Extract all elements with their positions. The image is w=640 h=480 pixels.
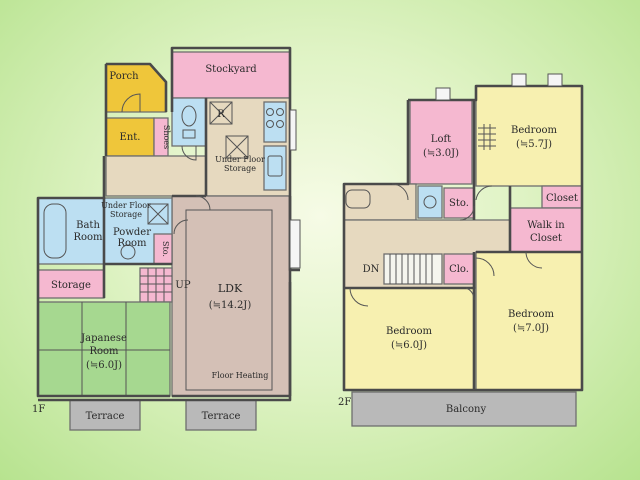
sto-1f-label: Sto. [161, 241, 170, 257]
bedroom-left-area [343, 287, 475, 391]
japanese-label-line1: Japanese [80, 333, 127, 344]
underfloor-kitchen-line2: Storage [224, 164, 256, 173]
loft-size: (≒3.0J) [423, 148, 459, 159]
walk-in-door [525, 251, 543, 269]
balcony-label: Balcony [446, 404, 487, 415]
bedroom-top-area [475, 85, 583, 187]
clo-door [465, 287, 475, 301]
ldk-size: (≒14.2J) [209, 300, 252, 311]
bedroom-right-door [475, 257, 495, 277]
stockyard-area [171, 51, 291, 99]
walk-in-label-line2: Closet [530, 233, 562, 244]
japanese-label-line2: Room [89, 346, 119, 357]
ldk-door [195, 195, 211, 211]
walls-2f [342, 84, 584, 392]
terrace-left [69, 399, 141, 431]
toilet-door [181, 145, 197, 161]
bathtub-icon [43, 203, 67, 259]
powder-door [173, 219, 189, 235]
entrance-area [105, 117, 155, 157]
sink-counter [263, 145, 287, 191]
floor-2f-label: 2F [338, 397, 351, 408]
terrace-left-label: Terrace [86, 411, 125, 422]
bedroom-right-area [475, 251, 583, 391]
bedroom-left-size: (≒6.0J) [391, 340, 427, 351]
refrigerator-label: R [217, 109, 225, 120]
porch-door [121, 93, 141, 113]
underfloor-kitchen-line1: Under Floor [215, 155, 265, 164]
dn-label: DN [363, 264, 380, 275]
balcony-area [351, 391, 577, 427]
underfloor-powder-line1: Under Floor [101, 201, 151, 210]
bedroom-top-size: (≒5.7J) [516, 139, 552, 150]
stockyard-label: Stockyard [205, 64, 257, 75]
shoes-label: Shoes [162, 125, 171, 149]
powder-label-line1: Powder [113, 227, 151, 238]
powder-label-line2: Room [117, 238, 147, 249]
bedroom-right-label: Bedroom [508, 309, 554, 320]
up-label: UP [175, 280, 190, 291]
terrace-right-label: Terrace [202, 411, 241, 422]
bedroom-left-label: Bedroom [386, 326, 432, 337]
walls-1f [36, 46, 300, 398]
bedroom-top-label: Bedroom [511, 125, 557, 136]
japanese-size: (≒6.0J) [86, 360, 122, 371]
hall-area [105, 155, 207, 197]
sto-2f-door [459, 205, 475, 221]
bath-area [37, 197, 105, 265]
stairs-2f [383, 253, 443, 285]
clo-label: Clo. [449, 264, 469, 275]
bath-label-line2: Room [73, 232, 103, 243]
loft-label: Loft [431, 134, 451, 145]
toilet-2f-area [343, 183, 417, 221]
closet-label: Closet [546, 193, 578, 204]
floor-heating-label: Floor Heating [212, 371, 269, 380]
sto-2f-label: Sto. [449, 198, 469, 209]
stove-counter [263, 101, 287, 143]
walk-in-label-line1: Walk in [527, 220, 565, 231]
floor-heating-area [185, 209, 273, 391]
first-floor [36, 46, 301, 431]
bedroom-top-door [475, 185, 493, 201]
second-floor [342, 73, 584, 427]
floor-1f-label: 1F [32, 404, 45, 415]
underfloor-powder-line2: Storage [110, 210, 142, 219]
entrance-label: Ent. [120, 132, 141, 143]
ldk-area [171, 195, 291, 397]
porch-label: Porch [109, 71, 139, 82]
bedroom-right-size: (≒7.0J) [513, 323, 549, 334]
storage-label: Storage [51, 280, 91, 291]
terrace-right [185, 399, 257, 431]
wash-2f [417, 185, 443, 219]
toilet-1f [171, 97, 207, 147]
bedroom-left-door [349, 287, 369, 307]
bath-label-line1: Bath [76, 220, 100, 231]
toilet-2f-door [391, 183, 409, 201]
ldk-label: LDK [218, 282, 243, 295]
